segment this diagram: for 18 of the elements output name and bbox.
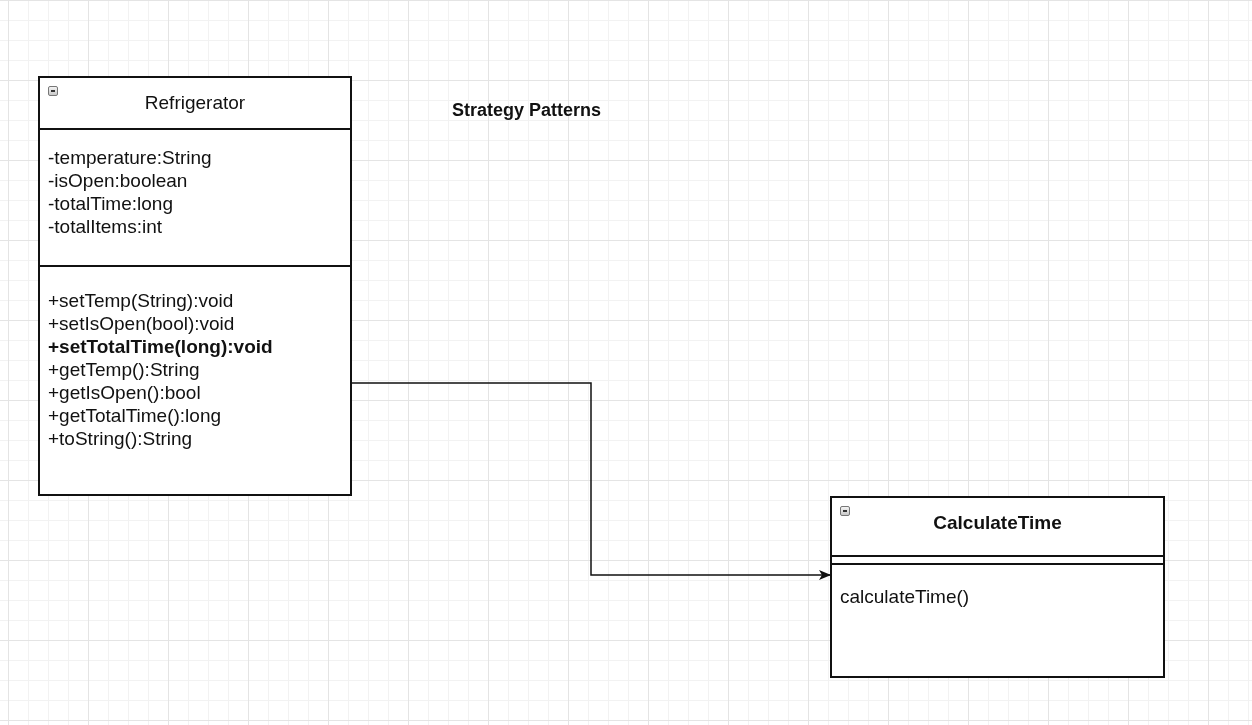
method-text: +toString():String <box>48 427 193 450</box>
method-text: +setTotalTime(long):void <box>48 335 273 358</box>
connector-arrow <box>351 382 831 580</box>
method-text: +setTemp(String):void <box>48 289 234 312</box>
class-name: Refrigerator <box>143 92 247 114</box>
class-box <box>830 496 1165 678</box>
class-box <box>38 76 352 496</box>
method-text: +getTemp():String <box>48 358 200 381</box>
attribute-text: -totalTime:long <box>48 192 173 215</box>
diagram-title: Strategy Patterns <box>452 100 602 121</box>
method-text: +getTotalTime():long <box>48 404 221 427</box>
method-text: +setIsOpen(bool):void <box>48 312 235 335</box>
attribute-text: -totalItems:int <box>48 215 163 238</box>
method-text: +getIsOpen():bool <box>48 381 201 404</box>
attribute-text: -temperature:String <box>48 146 212 169</box>
method-text: calculateTime() <box>840 585 970 608</box>
class-name: CalculateTime <box>932 512 1063 534</box>
attribute-text: -isOpen:boolean <box>48 169 188 192</box>
